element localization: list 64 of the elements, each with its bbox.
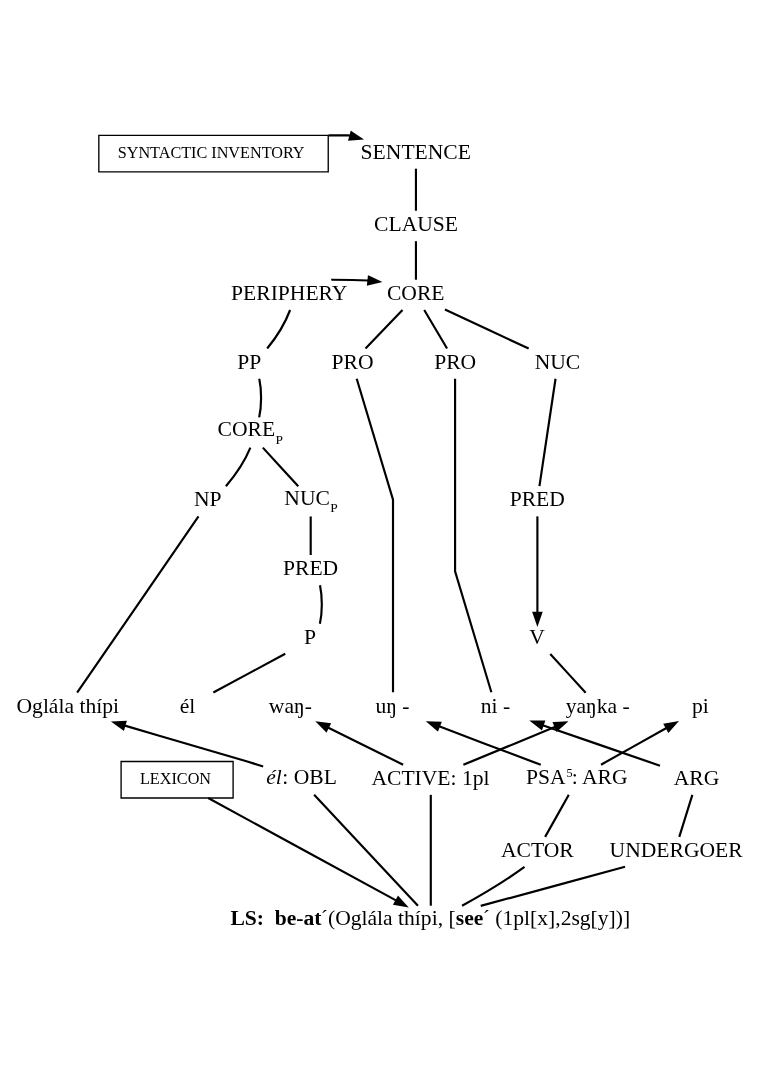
node-box: SYNTACTIC INVENTORY [98, 134, 329, 172]
node-text: CORE$_{P}$ [217, 416, 284, 447]
arrow [330, 274, 383, 286]
connector [538, 378, 557, 486]
node-text: CORE [386, 280, 445, 305]
node-text: PRED [509, 486, 565, 511]
arrow [532, 515, 543, 627]
node-text: PRO [434, 349, 477, 374]
node-text: PERIPHERY [231, 280, 348, 305]
connector [309, 515, 312, 555]
connector [423, 308, 448, 349]
connector [480, 865, 626, 907]
node-text: él: OBL [266, 764, 337, 789]
connector [266, 309, 292, 349]
node-text: uŋ - [375, 693, 410, 718]
connector [318, 584, 323, 624]
connector [76, 515, 200, 693]
connector [414, 240, 418, 280]
node-text: pi [691, 693, 709, 718]
connector [444, 308, 530, 350]
node-text: NUC$_{P}$ [284, 485, 338, 515]
connector [364, 308, 404, 349]
node-text: PRED [283, 555, 339, 580]
connector [313, 793, 419, 906]
node-text: él [179, 693, 196, 718]
arrow [462, 720, 569, 766]
connector [429, 794, 432, 906]
arrow [600, 720, 679, 766]
connector [212, 652, 286, 693]
node-text: NP [193, 486, 222, 511]
node-text: V [529, 624, 545, 649]
node-text: yaŋka - [565, 693, 630, 718]
node-box: LEXICON [120, 760, 234, 799]
node-text: ARG [673, 765, 720, 790]
connector [549, 652, 587, 693]
node-text: PSA$^{5}$: ARG [525, 764, 628, 789]
node-text: LS: be-at´(Oglála thípi, [see´ (1pl[x],2sg[y])] [230, 905, 631, 930]
node-text: P [303, 624, 316, 649]
arrow [207, 796, 409, 907]
connector [355, 377, 395, 692]
node-text: SENTENCE [360, 139, 471, 164]
connector [454, 378, 493, 693]
node-text: Oglála thípi [16, 693, 119, 718]
node-text: NUC [534, 349, 581, 374]
node-text: UNDERGOER [609, 837, 743, 862]
node-text: ACTIVE: 1pl [371, 765, 490, 790]
arrow [529, 720, 661, 767]
arrow [328, 130, 364, 141]
node-text: ni - [480, 693, 511, 718]
node-text: ACTOR [500, 837, 574, 862]
connector [262, 446, 300, 487]
arrow [110, 720, 264, 768]
connector [414, 168, 418, 211]
node-text: waŋ- [268, 693, 312, 718]
node-text: PRO [331, 349, 374, 374]
arrow [425, 720, 542, 766]
connector [544, 793, 570, 837]
node-text: CLAUSE [374, 211, 459, 236]
connector [225, 446, 252, 487]
node-text: PP [237, 349, 262, 374]
connector [678, 794, 694, 837]
arrow [315, 720, 404, 766]
connector [461, 865, 526, 907]
connector [258, 378, 263, 418]
